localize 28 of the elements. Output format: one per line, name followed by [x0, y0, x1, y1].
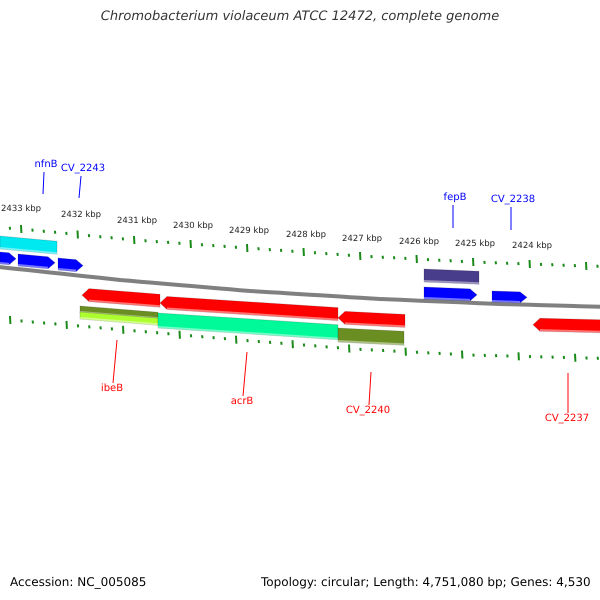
leader-line	[42, 172, 44, 194]
scale-label: 2433 kbp	[1, 204, 42, 214]
title: Chromobacterium violaceum ATCC 12472, complete genome	[100, 9, 500, 24]
scale-label: 2430 kbp	[173, 221, 214, 231]
scale-label: 2429 kbp	[229, 226, 270, 236]
gene-label: nfnB	[34, 159, 58, 171]
scale-label: 2428 kbp	[286, 230, 326, 240]
scale-label: 2424 kbp	[512, 241, 552, 251]
leader-line	[78, 176, 82, 198]
gene-label: acrB	[230, 396, 254, 408]
gene-label: fepB	[444, 192, 466, 204]
scale-label: 2425 kbp	[455, 239, 496, 249]
leader-line	[510, 206, 512, 230]
leader-line	[368, 372, 372, 406]
leader-line	[112, 340, 118, 384]
scale-label: 2431 kbp	[117, 216, 158, 226]
gene-label: CV_2243	[60, 163, 106, 175]
scale-label: 2432 kbp	[61, 210, 102, 220]
gene-label: CV_2237	[544, 413, 590, 425]
leader-line	[242, 352, 248, 396]
gene-label: ibeB	[100, 383, 124, 395]
gene-label: CV_2240	[346, 405, 390, 417]
scale-label: 2426 kbp	[399, 237, 440, 247]
scale-label: 2427 kbp	[342, 234, 382, 244]
gene-label: CV_2238	[490, 194, 536, 206]
footer-text: Accession: NC_005085	[10, 575, 146, 589]
leader-line	[452, 204, 454, 228]
footer-text: Topology: circular; Length: 4,751,080 bp; Genes: 4,530	[261, 575, 591, 589]
